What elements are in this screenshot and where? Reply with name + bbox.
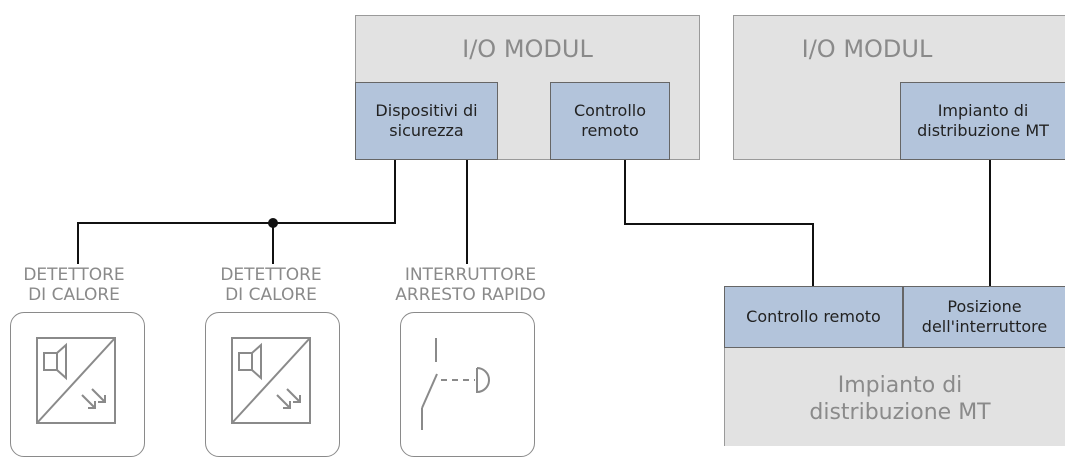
- heat-detector-1-icon: [36, 337, 116, 424]
- junction-dot: [268, 218, 278, 228]
- mv-remote-control-port: Controllo remoto: [724, 286, 903, 348]
- fast-stop-switch-icon: [421, 338, 490, 430]
- heat-detector-2-icon: [231, 337, 311, 424]
- io-module-1-title: I/O MODUL: [462, 35, 593, 63]
- mv-switchgear-port: Impianto di distribuzione MT: [900, 82, 1065, 160]
- heat-detector-2-box: [205, 312, 340, 457]
- line-safety-to-detector-1: [77, 160, 396, 264]
- heat-detector-2-label: DETETTORE DI CALORE: [220, 265, 322, 305]
- switch-position-port: Posizione dell'interruttore: [903, 286, 1065, 348]
- safety-devices-port: Dispositivi di sicurezza: [355, 82, 498, 160]
- connection-lines: [36, 160, 991, 430]
- heat-detector-1-label: DETETTORE DI CALORE: [23, 265, 125, 305]
- io-module-2-title: I/O MODUL: [801, 35, 933, 63]
- remote-control-port: Controllo remoto: [550, 82, 670, 160]
- line-remote-control: [624, 160, 814, 286]
- mv-switchgear-title: Impianto di distribuzione MT: [809, 373, 991, 425]
- heat-detector-1-box: [10, 312, 145, 457]
- fast-stop-switch-box: [400, 312, 535, 457]
- fast-stop-switch-label: INTERRUTTORE ARRESTO RAPIDO: [395, 265, 546, 305]
